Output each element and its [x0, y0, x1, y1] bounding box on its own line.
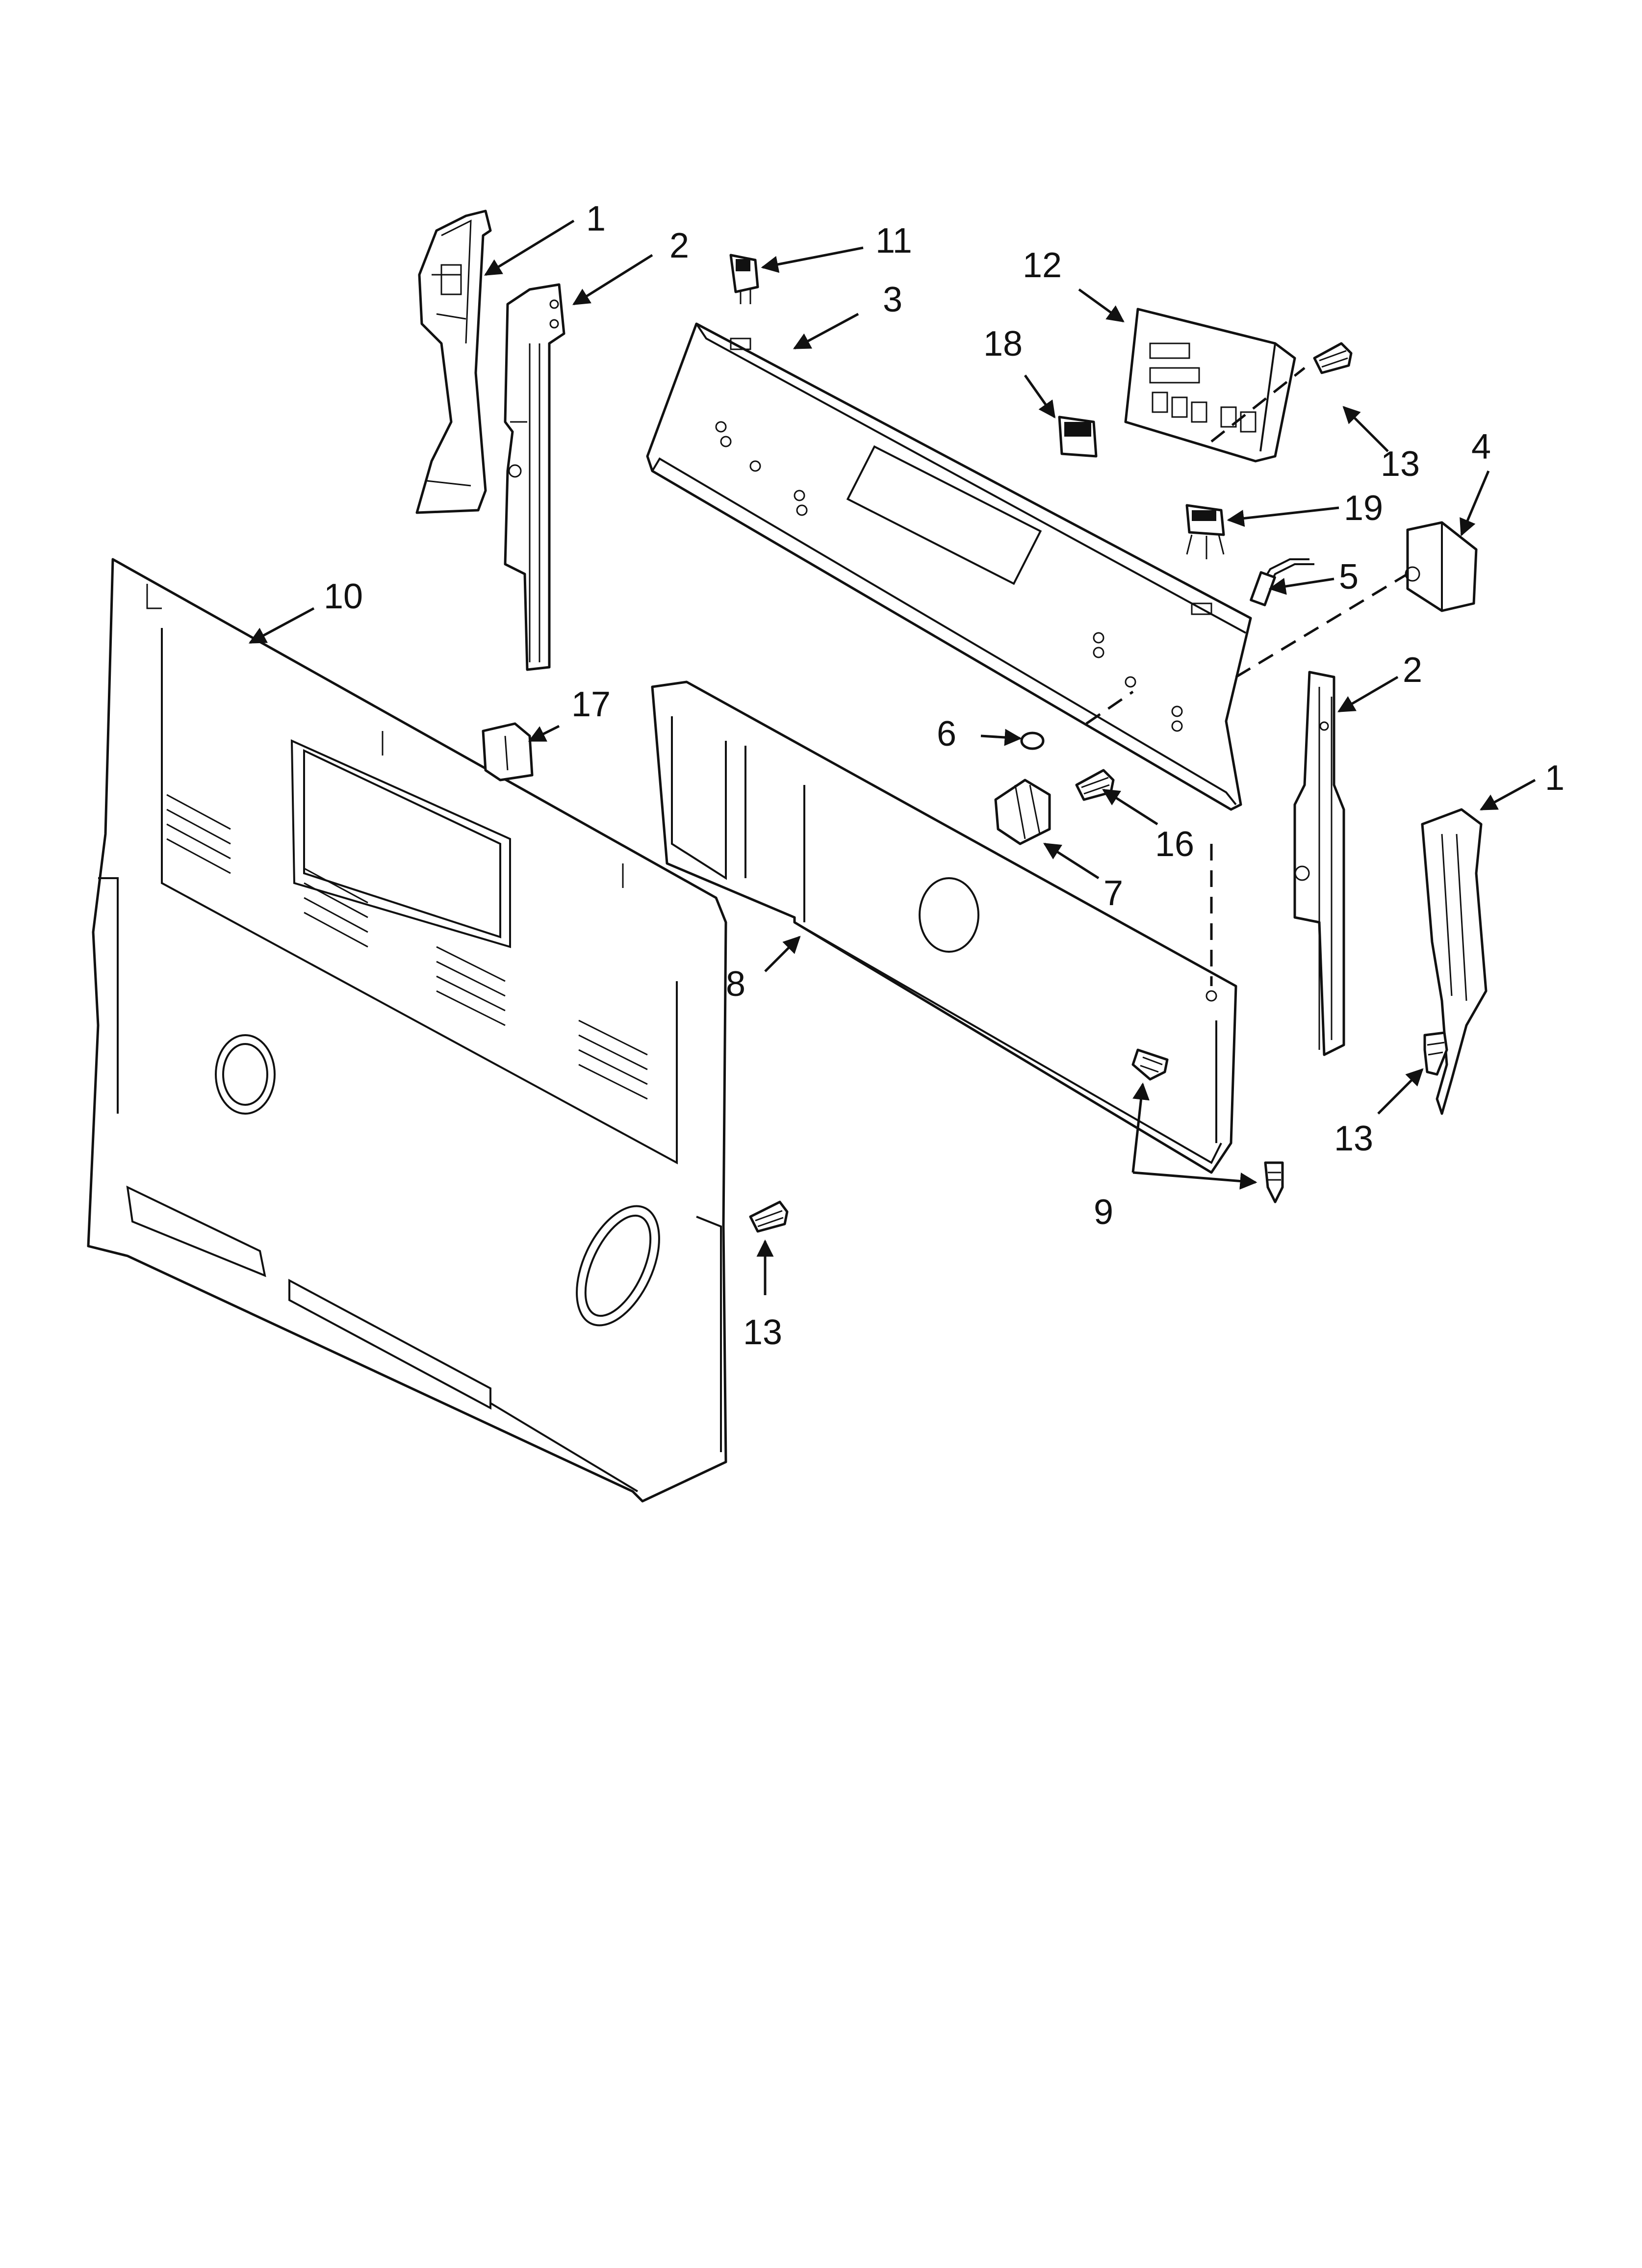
callout-8: 8: [726, 965, 745, 1004]
selector-switch: [1185, 504, 1225, 559]
callout-1-right: 1: [1545, 758, 1565, 798]
callout-4: 4: [1471, 427, 1491, 467]
callout-16: 16: [1155, 825, 1194, 864]
panel-clip: [482, 722, 534, 782]
callout-11: 11: [875, 221, 912, 261]
screw-top: [1313, 342, 1353, 374]
callout-13-bottom: 13: [743, 1313, 782, 1352]
leader-lines: [248, 219, 1536, 1295]
callout-12: 12: [1023, 246, 1062, 285]
callout-18: 18: [983, 324, 1023, 364]
rocker-switch: [729, 254, 759, 304]
callout-17: 17: [571, 685, 611, 724]
screw-9b: [1264, 1161, 1284, 1203]
control-knob: [994, 779, 1051, 845]
light-switch: [1058, 416, 1098, 458]
control-panel: [646, 322, 1252, 811]
rear-panel-vents: [166, 794, 648, 1100]
callout-1-left: 1: [586, 199, 606, 238]
callout-7: 7: [1103, 874, 1123, 913]
callout-2-left: 2: [669, 226, 689, 265]
knob-insert: [1020, 731, 1045, 750]
callout-13-right: 13: [1334, 1119, 1373, 1158]
callout-13-top: 13: [1381, 444, 1420, 484]
side-bracket-left: [504, 283, 565, 671]
screw-bottom-left: [749, 1200, 789, 1233]
callout-3: 3: [883, 280, 902, 319]
infinite-switch: [1405, 521, 1478, 612]
screw-mid: [1075, 769, 1115, 801]
callout-9: 9: [1094, 1193, 1113, 1232]
end-cap-left: [415, 209, 492, 514]
electronic-clock: [1124, 308, 1296, 463]
callout-labels: 1 2 11 3 12 18 13 4 19 5 10 17 6 16 7 2 …: [324, 199, 1565, 1352]
callout-5: 5: [1339, 557, 1359, 597]
manifold-panel: [651, 680, 1237, 1174]
screw-right: [1423, 1031, 1448, 1076]
callout-10: 10: [324, 577, 363, 616]
callout-2-right: 2: [1403, 651, 1422, 690]
rear-panel: [87, 558, 727, 1503]
callout-6: 6: [937, 714, 956, 754]
assembly-lines: [1085, 367, 1409, 986]
end-cap-right: [1421, 808, 1488, 1115]
side-bracket-right: [1293, 671, 1345, 1056]
screw-9a: [1131, 1048, 1169, 1081]
callout-19: 19: [1344, 489, 1383, 528]
